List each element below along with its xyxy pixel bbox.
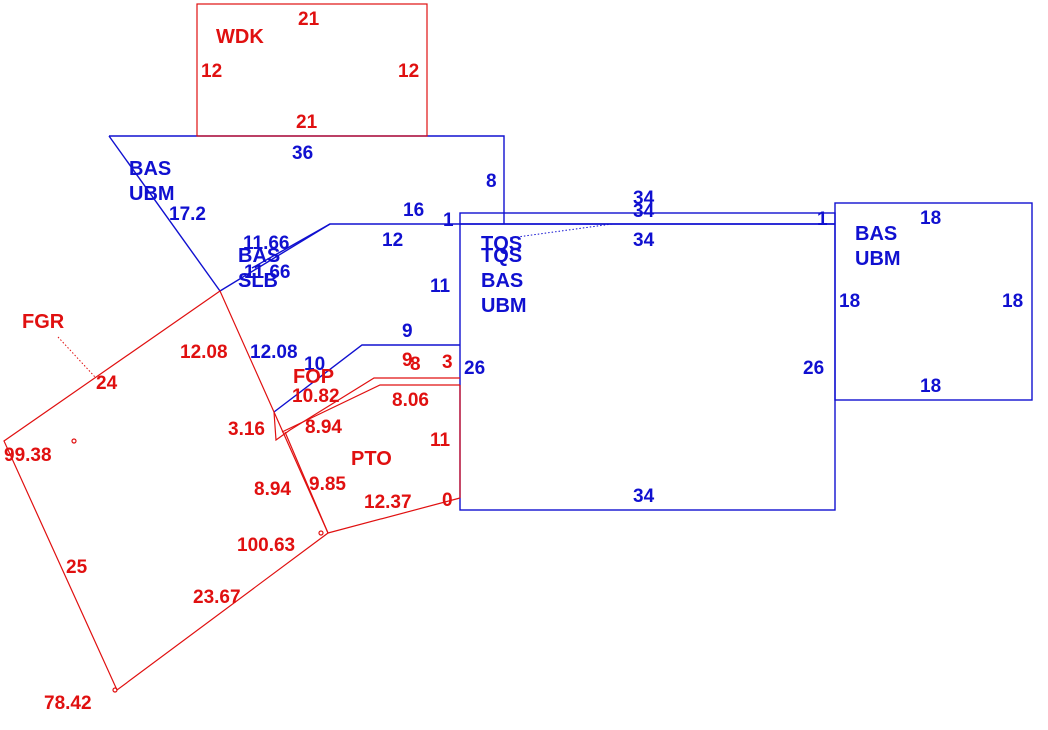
wdk-outline xyxy=(196,3,428,137)
fgr-right-dim: 12.08 xyxy=(180,342,228,363)
bas-ubm-right-right-dim: 18 xyxy=(1002,291,1023,312)
pto-dim-985: 9.85 xyxy=(309,474,346,495)
fgr-bottom-left-dim: 78.42 xyxy=(44,693,92,714)
tqs-leader-line xyxy=(509,223,613,239)
bas-slb-dim-b: 11.66 xyxy=(244,262,291,283)
fgr-name: FGR xyxy=(22,311,65,333)
fop-dim-316: 3.16 xyxy=(228,419,265,440)
fop-dim-806: 8.06 xyxy=(392,390,429,411)
bas-slb-dim-e: 1 xyxy=(443,210,454,231)
bas-ubm-left-top-dim: 36 xyxy=(292,143,313,164)
fop-dim-9: 9 xyxy=(402,350,413,371)
bas-ubm-left-name1: BAS xyxy=(129,158,171,180)
fop-blue-dim-c: 9 xyxy=(402,321,413,342)
fgr-vertex-marker-c xyxy=(318,530,324,536)
pto-dim-11: 11 xyxy=(430,430,451,451)
fgr-left-top-dim: 99.38 xyxy=(4,445,52,466)
fop-blue-dim: 12.08 xyxy=(250,342,298,363)
wdk-top-dim: 21 xyxy=(298,9,320,30)
bas-ubm-right-left-dim: 18 xyxy=(839,291,860,312)
pto-outline xyxy=(284,431,461,534)
bas-ubm-right-top-dim: 18 xyxy=(920,208,941,229)
pto-dim-0: 0 xyxy=(442,490,453,511)
bas-ubm-right-outline xyxy=(834,202,1033,401)
tqs-name3: BAS xyxy=(481,270,523,292)
fgr-left-dim: 25 xyxy=(66,557,88,578)
tqs-name4: UBM xyxy=(481,295,527,317)
wdk-left-dim: 12 xyxy=(201,61,222,82)
wdk-bottom-dim: 21 xyxy=(296,112,318,133)
bas-slb-dim-f: 11 xyxy=(430,276,451,297)
tqs-right-tick: 1 xyxy=(817,209,828,230)
tqs-top-dim-b: 34 xyxy=(633,201,655,222)
tqs-right-dim: 26 xyxy=(803,358,824,379)
fgr-top-dim: 24 xyxy=(96,373,118,394)
tqs-left-dim: 26 xyxy=(464,358,485,379)
fop-name: FOP xyxy=(293,366,334,388)
bas-ubm-right-name1: BAS xyxy=(855,223,897,245)
bas-slb-inner xyxy=(251,223,331,269)
tqs-top-dim-a: 34 xyxy=(633,188,655,209)
fop-dim-8: 8 xyxy=(410,354,421,375)
pto-dim-1237: 12.37 xyxy=(364,492,412,513)
bas-slb-dim-d: 12 xyxy=(382,230,403,251)
bas-slb-name1: BAS xyxy=(238,245,280,267)
pto-dim-894b: 8.94 xyxy=(254,479,291,500)
pto-dim-894a: 8.94 xyxy=(305,417,342,438)
tqs-bottom-dim: 34 xyxy=(633,486,655,507)
tqs-top-dim-c: 34 xyxy=(633,230,655,251)
bas-ubm-left-right-dim: 8 xyxy=(486,171,497,192)
fgr-vertex-marker-b xyxy=(112,687,118,693)
tqs-name1: TQS xyxy=(481,233,522,255)
bas-slb-dim-a: 11.66 xyxy=(243,233,290,254)
bas-slb-name2: SLB xyxy=(238,270,278,292)
bas-ubm-left-name2: UBM xyxy=(129,183,175,205)
wdk-name: WDK xyxy=(216,26,264,48)
fop-dim-1082: 10.82 xyxy=(292,386,340,407)
fgr-leader-line xyxy=(57,336,96,378)
fop-dim-3: 3 xyxy=(442,352,453,373)
fop-blue-dim-b: 10 xyxy=(304,354,325,375)
fop-blue-outline xyxy=(273,344,460,413)
wdk-right-dim: 12 xyxy=(398,61,419,82)
fop-red-inner xyxy=(281,384,460,433)
bas-ubm-left-diag-dim: 17.2 xyxy=(169,204,206,225)
bas-ubm-right-name2: UBM xyxy=(855,248,901,270)
fgr-vertex-marker-a xyxy=(71,438,77,444)
pto-name: PTO xyxy=(351,448,392,470)
bas-slb-dim-c: 16 xyxy=(403,200,424,221)
fop-red-outline xyxy=(273,377,460,442)
fgr-bottom-dim: 23.67 xyxy=(193,587,241,608)
bas-ubm-left-diagonal xyxy=(108,135,221,292)
bas-ubm-right-bottom-dim: 18 xyxy=(920,376,941,397)
tqs-name2: TQS xyxy=(481,245,522,267)
fgr-right-bottom-dim: 100.63 xyxy=(237,535,295,556)
